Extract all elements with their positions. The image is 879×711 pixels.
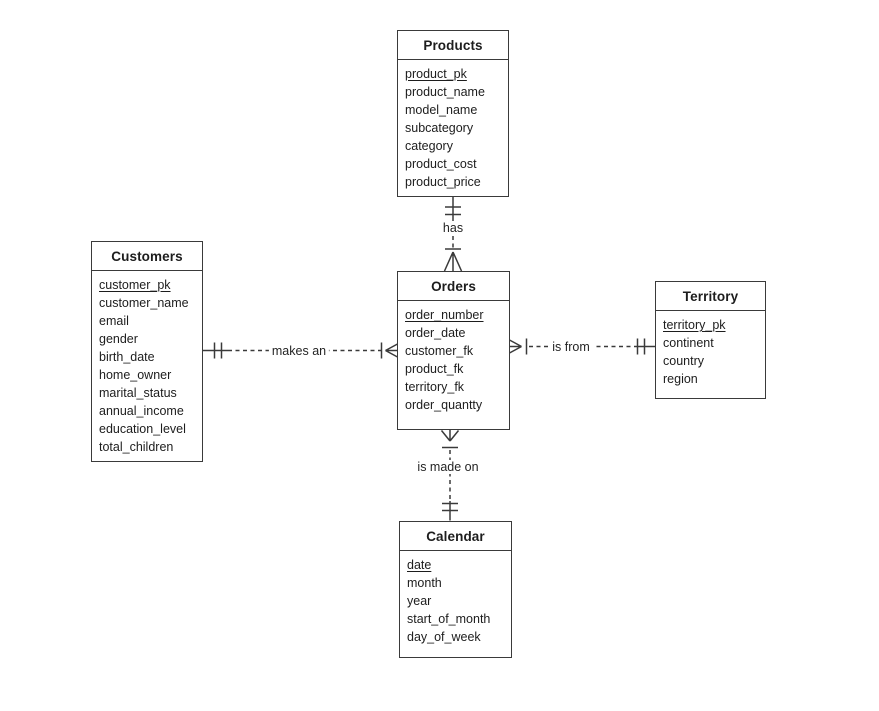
relationship-label-makes-an: makes an: [268, 344, 330, 358]
attribute-row: subcategory: [405, 121, 474, 135]
attribute-row: total_children: [99, 440, 174, 454]
attribute-row: month: [407, 576, 442, 590]
attribute-row: birth_date: [99, 350, 155, 364]
entity-orders: Orders order_number order_date customer_…: [397, 271, 510, 430]
attribute-row: home_owner: [99, 368, 172, 382]
entity-calendar-title: Calendar: [400, 522, 511, 551]
attribute-row: gender: [99, 332, 138, 346]
entity-orders-title: Orders: [398, 272, 509, 301]
attribute-row: territory_fk: [405, 380, 465, 394]
attribute-row: order_quantty: [405, 398, 483, 412]
attribute-row: region: [663, 372, 698, 386]
relationship-label-is-from: is from: [549, 340, 593, 354]
entity-territory-attributes: territory_pk continent country region: [656, 311, 765, 388]
attribute-pk: product_pk: [405, 67, 467, 81]
entity-products-title: Products: [398, 31, 508, 60]
attribute-row: product_price: [405, 175, 481, 189]
attribute-row: day_of_week: [407, 630, 481, 644]
attribute-row: country: [663, 354, 704, 368]
attribute-row: customer_fk: [405, 344, 474, 358]
entity-calendar-attributes: date month year start_of_month day_of_we…: [400, 551, 511, 646]
attribute-row: product_cost: [405, 157, 477, 171]
entity-territory: Territory territory_pk continent country…: [655, 281, 766, 399]
attribute-row: category: [405, 139, 453, 153]
attribute-pk: customer_pk: [99, 278, 171, 292]
entity-territory-title: Territory: [656, 282, 765, 311]
attribute-row: customer_name: [99, 296, 189, 310]
attribute-pk: order_number: [405, 308, 484, 322]
entity-orders-attributes: order_number order_date customer_fk prod…: [398, 301, 509, 414]
attribute-row: year: [407, 594, 432, 608]
entity-customers-title: Customers: [92, 242, 202, 271]
attribute-row: product_fk: [405, 362, 464, 376]
relationship-label-has: has: [439, 221, 467, 235]
entity-customers: Customers customer_pk customer_name emai…: [91, 241, 203, 462]
attribute-row: education_level: [99, 422, 186, 436]
attribute-row: marital_status: [99, 386, 177, 400]
relationship-line-is-made-on: [440, 430, 460, 521]
entity-calendar: Calendar date month year start_of_month …: [399, 521, 512, 658]
attribute-row: product_name: [405, 85, 485, 99]
attribute-row: start_of_month: [407, 612, 491, 626]
attribute-row: model_name: [405, 103, 478, 117]
relationship-label-is-made-on: is made on: [414, 460, 482, 474]
entity-products: Products product_pk product_name model_n…: [397, 30, 509, 197]
attribute-pk: territory_pk: [663, 318, 726, 332]
attribute-row: continent: [663, 336, 714, 350]
attribute-row: order_date: [405, 326, 466, 340]
entity-customers-attributes: customer_pk customer_name email gender b…: [92, 271, 202, 456]
entity-products-attributes: product_pk product_name model_name subca…: [398, 60, 508, 191]
attribute-row: email: [99, 314, 129, 328]
attribute-row: annual_income: [99, 404, 184, 418]
attribute-pk: date: [407, 558, 432, 572]
